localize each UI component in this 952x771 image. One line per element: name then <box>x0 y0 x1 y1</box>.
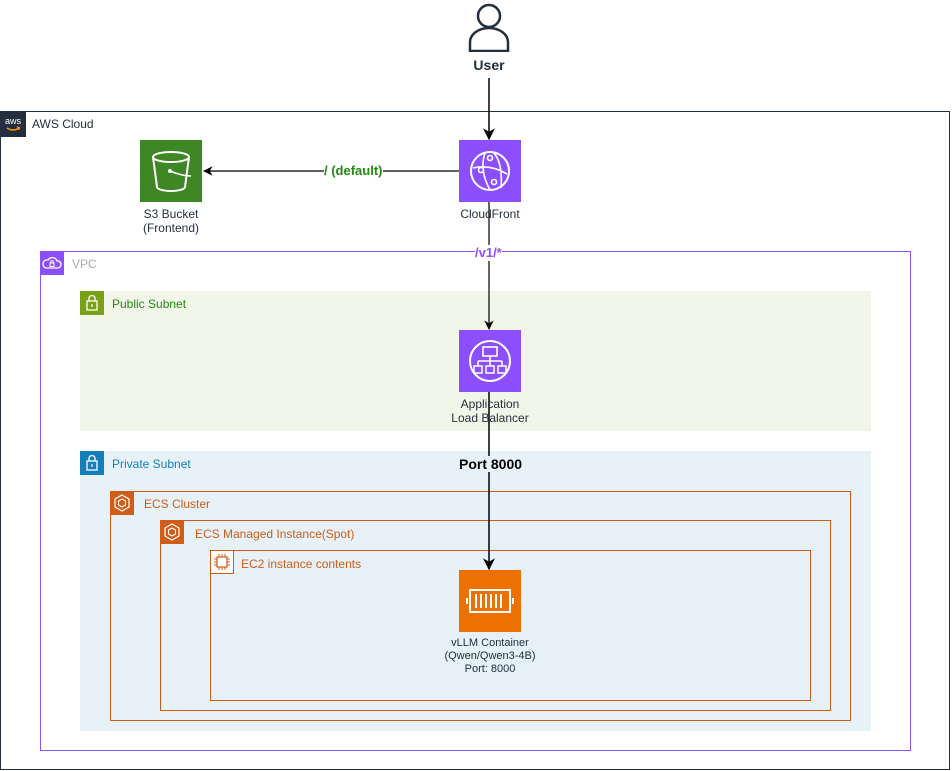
user-label: User <box>473 57 505 73</box>
edge-label-api-route: /v1/* <box>475 245 502 261</box>
public-subnet-lock-icon <box>80 291 104 315</box>
s3-bucket-label: S3 Bucket (Frontend) <box>111 207 231 235</box>
ec2-contents-label: EC2 instance contents <box>241 557 362 571</box>
cloudfront-label: CloudFront <box>460 207 520 221</box>
cloudfront-icon[interactable] <box>459 140 521 202</box>
ec2-contents-group <box>210 550 811 701</box>
private-subnet-label: Private Subnet <box>112 457 191 471</box>
vllm-container-model: (Qwen/Qwen3-4B) <box>444 650 536 662</box>
alb-label: Application Load Balancer <box>430 397 550 425</box>
s3-bucket-name: S3 Bucket <box>143 207 199 221</box>
ecs-managed-instance-icon <box>160 520 184 544</box>
vpc-label: VPC <box>72 257 97 271</box>
alb-icon[interactable] <box>459 330 521 392</box>
s3-bucket-icon[interactable] <box>140 140 202 202</box>
aws-cloud-group <box>0 111 950 770</box>
ecs-cluster-icon <box>110 491 134 515</box>
user-icon <box>467 2 511 53</box>
edge-label-default-route: / (default) <box>324 163 383 179</box>
alb-name-line1: Application <box>460 397 520 411</box>
ecs-cluster-group <box>110 491 851 721</box>
vllm-container-name: vLLM Container <box>451 637 529 649</box>
private-subnet-lock-icon <box>80 451 104 475</box>
public-subnet-label: Public Subnet <box>112 297 187 311</box>
vpc-cloud-icon <box>40 251 64 275</box>
vllm-container-port: Port: 8000 <box>464 663 516 675</box>
aws-cloud-label: AWS Cloud <box>32 117 94 131</box>
ecs-managed-instance-group <box>160 520 831 711</box>
ecs-cluster-label: ECS Cluster <box>144 497 211 511</box>
vllm-container-icon[interactable] <box>459 570 521 632</box>
s3-bucket-role: (Frontend) <box>142 221 200 235</box>
edge-label-port: Port 8000 <box>459 456 523 472</box>
svg-text:aws: aws <box>5 116 22 126</box>
vllm-container-label: vLLM Container (Qwen/Qwen3-4B) Port: 800… <box>420 637 560 676</box>
aws-logo-icon: aws <box>0 111 26 137</box>
ecs-managed-instance-label: ECS Managed Instance(Spot) <box>195 527 355 541</box>
alb-name-line2: Load Balancer <box>451 411 529 425</box>
ec2-chip-icon <box>210 550 234 574</box>
